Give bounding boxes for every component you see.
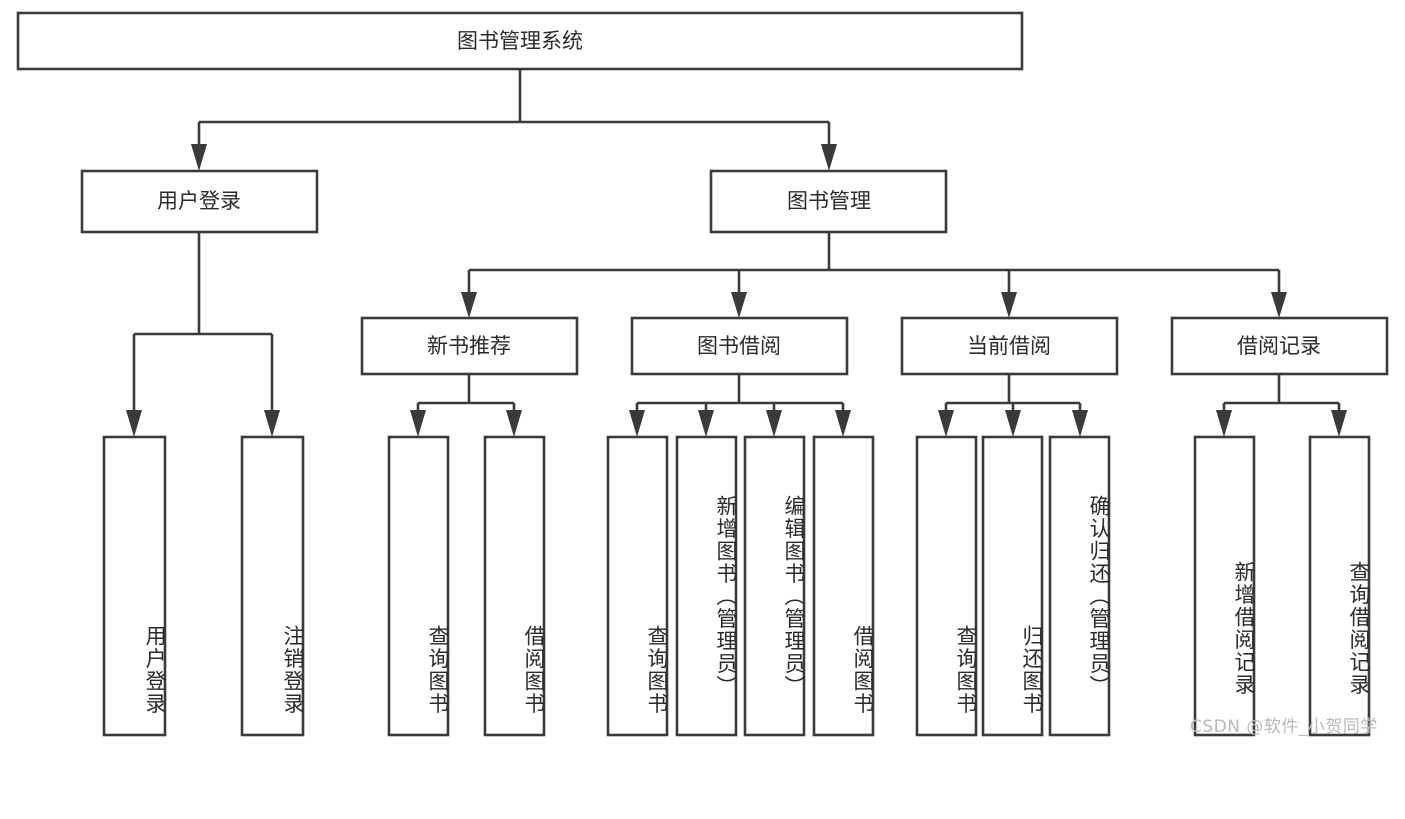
flowchart-svg: 图书管理系统 用户登录 图书管理 新书推荐 图书借阅 当前借阅 借阅记录 bbox=[16, 11, 1389, 737]
node-current-borrow-label: 当前借阅 bbox=[967, 334, 1051, 358]
node-new-book-recommend-label: 新书推荐 bbox=[427, 334, 511, 358]
arrow-head-current-leaf-3 bbox=[1072, 410, 1088, 437]
arrow-head-borrow-leaf-4 bbox=[835, 410, 851, 437]
arrow-head-to-bookmgmt bbox=[821, 144, 837, 171]
leaf-box-query-book-borrow[interactable] bbox=[606, 435, 669, 737]
node-borrow-records-label: 借阅记录 bbox=[1237, 334, 1321, 358]
diagram-canvas: 图书管理系统 用户登录 图书管理 新书推荐 图书借阅 当前借阅 借阅记录 bbox=[16, 11, 1389, 737]
node-book-borrow[interactable]: 图书借阅 bbox=[630, 316, 849, 376]
node-book-borrow-box[interactable] bbox=[630, 316, 849, 376]
node-user-login-box[interactable] bbox=[80, 169, 319, 234]
arrow-head-newbook-leaf-2 bbox=[506, 410, 522, 437]
watermark-text: CSDN @软件_小贺同学 bbox=[1190, 717, 1378, 737]
leaf-box-borrow-book-newbook[interactable] bbox=[483, 435, 546, 737]
arrow-head-records-leaf-1 bbox=[1216, 410, 1232, 437]
leaf-box-confirm-return-admin[interactable] bbox=[1048, 435, 1111, 737]
node-book-borrow-label: 图书借阅 bbox=[697, 334, 781, 358]
node-current-borrow[interactable]: 当前借阅 bbox=[900, 316, 1119, 376]
node-new-book-recommend[interactable]: 新书推荐 bbox=[360, 316, 579, 376]
arrow-head-login-leaf-1 bbox=[126, 410, 142, 437]
node-book-management-label: 图书管理 bbox=[787, 189, 871, 213]
arrow-head-to-login bbox=[191, 144, 207, 171]
leaf-box-borrow-book[interactable] bbox=[812, 435, 875, 737]
leaf-box-edit-book-admin[interactable] bbox=[743, 435, 806, 737]
node-root[interactable]: 图书管理系统 bbox=[16, 11, 1024, 71]
leaf-box-return-book[interactable] bbox=[981, 435, 1044, 737]
arrow-head-to-newbook bbox=[461, 292, 477, 318]
arrow-head-newbook-leaf-1 bbox=[410, 410, 426, 437]
arrow-head-current-leaf-2 bbox=[1005, 410, 1021, 437]
arrow-head-to-records bbox=[1271, 292, 1287, 318]
arrow-head-login-leaf-2 bbox=[264, 410, 280, 437]
leaf-box-query-book-current[interactable] bbox=[915, 435, 978, 737]
node-book-management-box[interactable] bbox=[709, 169, 948, 234]
leaf-box-query-book-newbook[interactable] bbox=[387, 435, 450, 737]
arrow-head-borrow-leaf-1 bbox=[629, 410, 645, 437]
arrow-head-borrow-leaf-2 bbox=[698, 410, 714, 437]
leaf-box-add-book-admin[interactable] bbox=[675, 435, 738, 737]
arrow-head-records-leaf-2 bbox=[1331, 410, 1347, 437]
node-root-box[interactable] bbox=[16, 11, 1024, 71]
node-user-login[interactable]: 用户登录 bbox=[80, 169, 319, 234]
node-current-borrow-box[interactable] bbox=[900, 316, 1119, 376]
leaf-box-user-login[interactable] bbox=[102, 435, 167, 737]
node-root-label: 图书管理系统 bbox=[457, 29, 583, 53]
node-user-login-label: 用户登录 bbox=[157, 189, 241, 213]
leaf-box-query-borrow-record[interactable] bbox=[1308, 435, 1371, 737]
node-book-management[interactable]: 图书管理 bbox=[709, 169, 948, 234]
leaf-box-layer bbox=[102, 435, 1371, 737]
node-borrow-records[interactable]: 借阅记录 bbox=[1170, 316, 1389, 376]
leaf-box-add-borrow-record[interactable] bbox=[1193, 435, 1256, 737]
arrow-head-to-current bbox=[1001, 292, 1017, 318]
arrow-head-current-leaf-1 bbox=[938, 410, 954, 437]
arrow-head-to-borrow bbox=[731, 292, 747, 318]
arrow-head-borrow-leaf-3 bbox=[766, 410, 782, 437]
node-borrow-records-box[interactable] bbox=[1170, 316, 1389, 376]
connector-layer bbox=[126, 69, 1347, 437]
leaf-box-logout[interactable] bbox=[240, 435, 305, 737]
node-new-book-recommend-box[interactable] bbox=[360, 316, 579, 376]
